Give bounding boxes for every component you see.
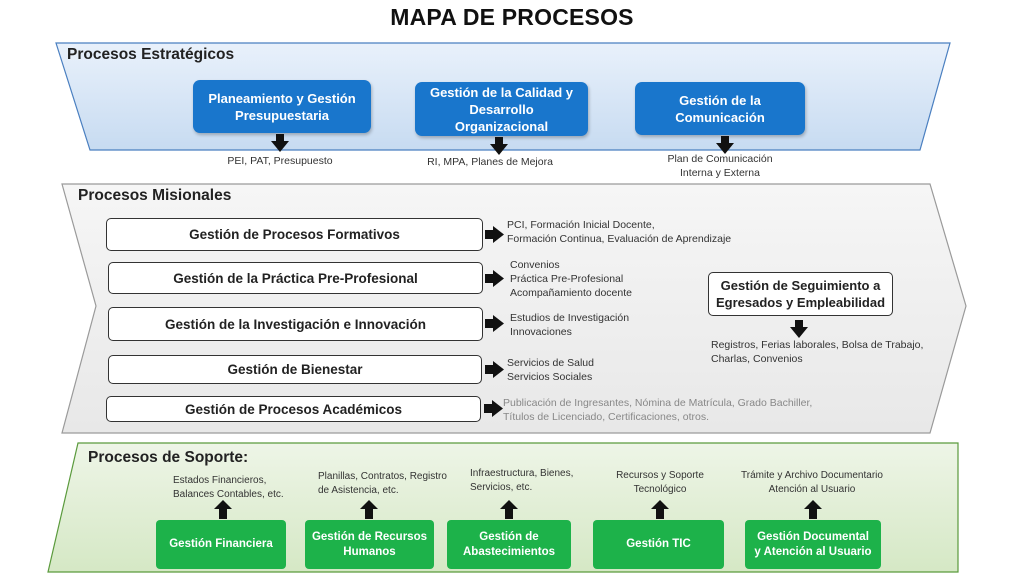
missional-output-bienestar: Servicios de Salud Servicios Sociales — [507, 357, 594, 383]
missional-box-bienestar: Gestión de Bienestar — [108, 355, 482, 384]
missional-output-practica: Convenios Práctica Pre-Profesional Acomp… — [510, 259, 632, 299]
page-title: MAPA DE PROCESOS — [390, 4, 634, 30]
arrow-right-icon — [485, 270, 504, 287]
arrow-right-icon — [484, 400, 503, 417]
arrow-up-icon — [360, 500, 378, 519]
support-section-label: Procesos de Soporte: — [88, 449, 249, 466]
arrow-up-icon — [804, 500, 822, 519]
arrow-right-icon — [485, 226, 504, 243]
strategic-section-label: Procesos Estratégicos — [67, 46, 235, 63]
arrow-down-icon — [790, 320, 808, 338]
support-input-rrhh: Planillas, Contratos, Registro de Asiste… — [318, 471, 447, 496]
missional-output-formativos: PCI, Formación Inicial Docente, Formació… — [507, 219, 732, 245]
missional-box-academicos: Gestión de Procesos Académicos — [106, 396, 481, 422]
missional-output-seguimiento: Registros, Ferias laborales, Bolsa de Tr… — [711, 339, 924, 365]
missional-output-academicos: Publicación de Ingresantes, Nómina de Ma… — [503, 397, 813, 423]
strategic-output-calidad: RI, MPA, Planes de Mejora — [427, 156, 553, 168]
support-input-documental: Trámite y Archivo Documentario Atención … — [741, 470, 883, 495]
missional-box-formativos: Gestión de Procesos Formativos — [106, 218, 483, 251]
strategic-output-planeamiento: PEI, PAT, Presupuesto — [227, 155, 333, 167]
arrow-up-icon — [500, 500, 518, 519]
strategic-box-comunicacion: Gestión de la Comunicación — [635, 82, 805, 135]
arrow-down-icon — [271, 134, 289, 152]
strategic-output-comunicacion: Plan de Comunicación Interna y Externa — [667, 153, 773, 179]
support-box-tic: Gestión TIC — [593, 520, 724, 569]
missional-section-label: Procesos Misionales — [78, 187, 232, 204]
arrow-right-icon — [485, 361, 504, 378]
missional-output-investigacion: Estudios de Investigación Innovaciones — [510, 312, 630, 338]
missional-box-investigacion: Gestión de la Investigación e Innovación — [108, 307, 483, 341]
support-box-rrhh: Gestión de Recursos Humanos — [305, 520, 434, 569]
support-box-financiera: Gestión Financiera — [156, 520, 286, 569]
arrow-up-icon — [651, 500, 669, 519]
strategic-box-calidad: Gestión de la Calidad y Desarrollo Organ… — [415, 82, 588, 136]
support-box-abastecimientos: Gestión de Abastecimientos — [447, 520, 571, 569]
support-input-abastecimientos: Infraestructura, Bienes, Servicios, etc. — [470, 468, 574, 493]
support-box-documental: Gestión Documental y Atención al Usuario — [745, 520, 881, 569]
missional-box-practica: Gestión de la Práctica Pre-Profesional — [108, 262, 483, 294]
arrow-down-icon — [490, 137, 508, 155]
support-input-financiera: Estados Financieros, Balances Contables,… — [173, 475, 284, 500]
strategic-box-planeamiento: Planeamiento y Gestión Presupuestaria — [193, 80, 371, 133]
missional-box-seguimiento: Gestión de Seguimiento a Egresados y Emp… — [708, 272, 893, 316]
arrow-up-icon — [214, 500, 232, 519]
support-input-tic: Recursos y Soporte Tecnológico — [616, 470, 704, 495]
arrow-right-icon — [485, 315, 504, 332]
arrow-down-icon — [716, 136, 734, 154]
